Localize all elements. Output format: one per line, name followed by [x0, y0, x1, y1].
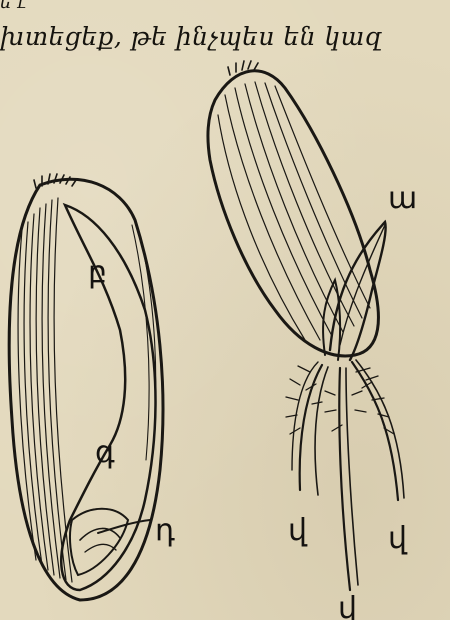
germinating-seed-drawing: [208, 61, 404, 590]
label-a: ա: [388, 181, 417, 216]
label-v-right: վ: [388, 521, 408, 556]
label-v-left: վ: [288, 513, 308, 548]
label-g: գ: [95, 435, 115, 470]
seed-section-drawing: [9, 174, 163, 600]
label-d: դ: [155, 513, 175, 548]
label-b: բ: [88, 255, 107, 290]
label-v-bottom: վ: [338, 591, 358, 620]
